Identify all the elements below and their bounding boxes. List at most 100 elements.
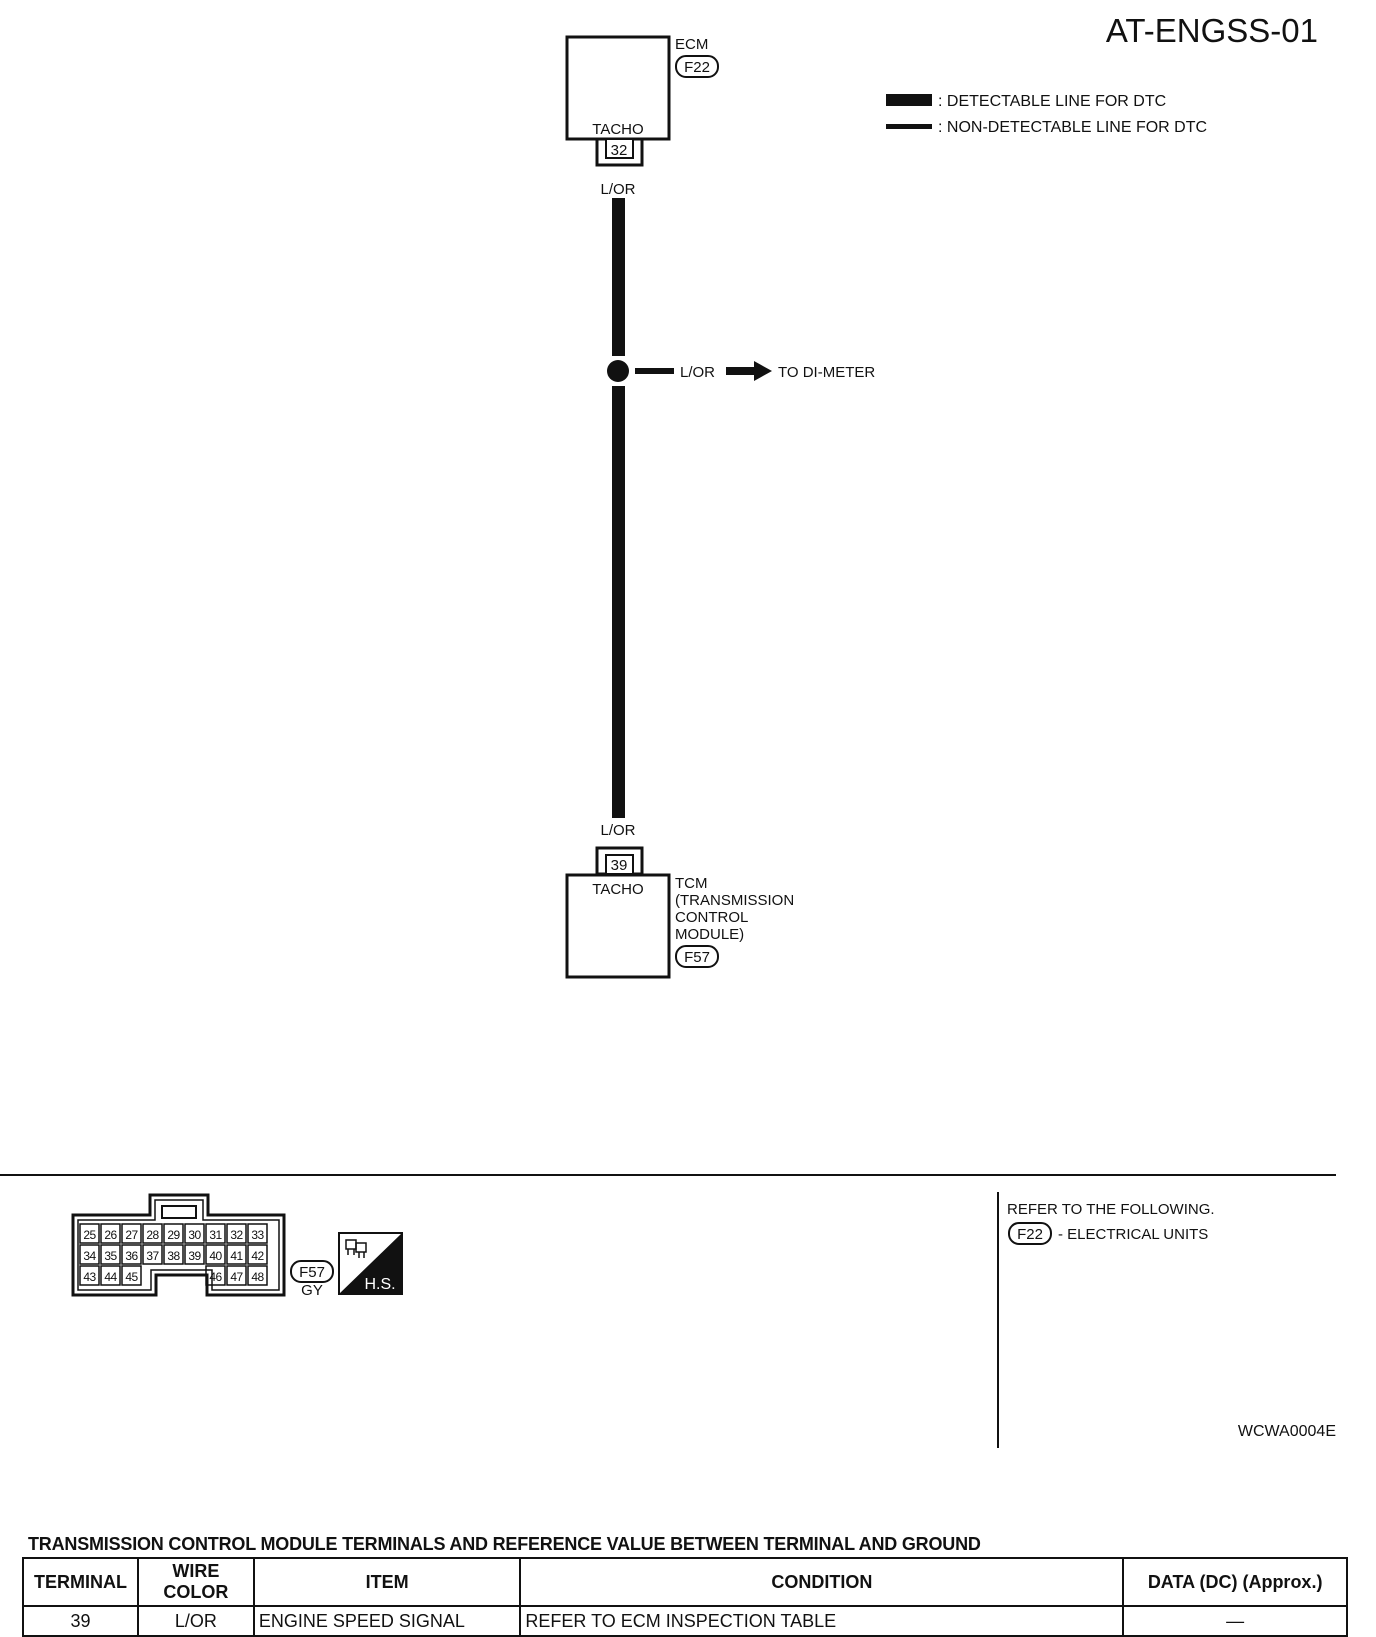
terminal-table: TERMINAL WIRE COLOR ITEM CONDITION DATA … <box>22 1557 1348 1637</box>
table-header-row: TERMINAL WIRE COLOR ITEM CONDITION DATA … <box>22 1557 1348 1607</box>
legend-detectable-text: : DETECTABLE LINE FOR DTC <box>938 93 1166 110</box>
table-title: TRANSMISSION CONTROL MODULE TERMINALS AN… <box>28 1534 981 1554</box>
connector-pin-number: 32 <box>230 1228 243 1242</box>
connector-pin-cell <box>226 1223 247 1244</box>
connector-pin-number: 47 <box>230 1270 243 1284</box>
tcm-name-line-2: (TRANSMISSION <box>675 892 794 909</box>
header-wire-color: WIRE COLOR <box>136 1557 255 1607</box>
connector-pin-number: 39 <box>188 1249 201 1263</box>
connector-pin-cell <box>205 1244 226 1265</box>
connector-pin-number: 43 <box>83 1270 96 1284</box>
cell-terminal: 39 <box>22 1605 139 1637</box>
refer-connector-id: F22 <box>1017 1226 1043 1243</box>
connector-pin-cell <box>100 1223 121 1244</box>
cell-item: ENGINE SPEED SIGNAL <box>252 1605 522 1637</box>
ecm-pin-inner <box>605 138 634 159</box>
connector-pin-cell <box>226 1265 247 1286</box>
refer-heading: REFER TO THE FOLLOWING. <box>1007 1201 1215 1218</box>
legend-non-detectable-text: : NON-DETECTABLE LINE FOR DTC <box>938 119 1207 136</box>
tcm-box <box>565 873 671 979</box>
main-wire-upper <box>612 198 625 356</box>
connector-pin-number: 34 <box>83 1249 96 1263</box>
connector-lock-tab <box>161 1205 197 1219</box>
connector-pin-cell <box>121 1223 142 1244</box>
connector-pin-cell <box>247 1265 268 1286</box>
connector-view-color: GY <box>301 1282 323 1299</box>
connector-pin-cell <box>163 1223 184 1244</box>
main-wire-lower <box>612 386 625 818</box>
legend-thick-line <box>886 94 932 106</box>
connector-pin-number: 26 <box>104 1228 117 1242</box>
connector-pin-number: 25 <box>83 1228 96 1242</box>
connector-pin-cell <box>121 1265 142 1286</box>
header-terminal: TERMINAL <box>22 1557 139 1607</box>
connector-pin-cell <box>247 1223 268 1244</box>
connector-pin-cell <box>121 1244 142 1265</box>
ecm-name: ECM <box>675 36 708 53</box>
connector-pin-number: 31 <box>209 1228 222 1242</box>
connector-pin-cell <box>79 1223 100 1244</box>
header-condition: CONDITION <box>519 1557 1125 1607</box>
connector-pin-number: 45 <box>125 1270 138 1284</box>
arrow-head-icon <box>754 361 772 381</box>
wiring-diagram: AT-ENGSS-01 : DETECTABLE LINE FOR DTC : … <box>0 12 1336 1448</box>
tcm-pin-number: 39 <box>611 857 628 874</box>
ecm-connector-id: F22 <box>684 59 710 76</box>
connector-id-badge <box>290 1260 334 1283</box>
connector-pin-number: 29 <box>167 1228 180 1242</box>
connector-pin-number: 42 <box>251 1249 264 1263</box>
connector-pin-cell <box>247 1244 268 1265</box>
cell-wire-color: L/OR <box>136 1605 255 1637</box>
connector-pin-number: 48 <box>251 1270 264 1284</box>
connector-pin-cell <box>100 1244 121 1265</box>
legend-thin-line <box>886 124 932 129</box>
tcm-pin-label: TACHO <box>592 881 643 898</box>
branch-wire <box>635 368 674 374</box>
diagram-id: AT-ENGSS-01 <box>1106 12 1318 49</box>
connector-pin-number: 37 <box>146 1249 159 1263</box>
connector-pin-number: 27 <box>125 1228 138 1242</box>
connector-inner-outline <box>77 1199 280 1291</box>
tcm-connector-badge <box>675 945 719 968</box>
tcm-name-line-4: MODULE) <box>675 926 744 943</box>
ecm-wire-color: L/OR <box>600 181 635 198</box>
refer-section: REFER TO THE FOLLOWING. F22 - ELECTRICAL… <box>1007 1201 1215 1245</box>
refer-connector-badge <box>1008 1222 1052 1245</box>
figure-code: WCWA0004E <box>1238 1423 1336 1440</box>
connector-pin-number: 30 <box>188 1228 201 1242</box>
connector-pin-number: 36 <box>125 1249 138 1263</box>
tcm-block: L/OR 39 TACHO TCM (TRANSMISSION CONTROL … <box>565 822 794 979</box>
connector-outline <box>71 1193 286 1297</box>
legend: : DETECTABLE LINE FOR DTC : NON-DETECTAB… <box>886 93 1207 136</box>
connector-pin-cell <box>100 1265 121 1286</box>
cell-data: — <box>1122 1605 1348 1637</box>
branch-wire-color: L/OR <box>680 364 715 381</box>
branch-to-di-meter: L/OR TO DI-METER <box>635 361 875 381</box>
header-data: DATA (DC) (Approx.) <box>1122 1557 1348 1607</box>
connector-pin-cell <box>184 1223 205 1244</box>
connector-pin-number: 38 <box>167 1249 180 1263</box>
connector-pin-cell <box>79 1265 100 1286</box>
connector-pin-cell <box>184 1244 205 1265</box>
tcm-name-line-3: CONTROL <box>675 909 748 926</box>
connector-pin-number: 35 <box>104 1249 117 1263</box>
connector-pin-number: 41 <box>230 1249 243 1263</box>
hs-badge: H.S. <box>338 1232 403 1295</box>
connector-pin-cell <box>205 1265 226 1286</box>
connector-pin-cell <box>142 1223 163 1244</box>
ecm-pin-label: TACHO <box>592 121 643 138</box>
hs-badge-fill <box>339 1233 402 1294</box>
tcm-name-line-1: TCM <box>675 875 708 892</box>
connector-pin-number: 44 <box>104 1270 117 1284</box>
connector-pin-number: 40 <box>209 1249 222 1263</box>
arrow-shaft <box>726 367 756 375</box>
branch-destination: TO DI-METER <box>778 364 875 381</box>
tcm-connector-id: F57 <box>684 949 710 966</box>
connector-pin-cell <box>163 1244 184 1265</box>
connector-view-id: F57 <box>299 1264 325 1281</box>
connector-pin-number: 46 <box>209 1270 222 1284</box>
connector-pin-cell <box>226 1244 247 1265</box>
ecm-pin-number: 32 <box>611 142 628 159</box>
